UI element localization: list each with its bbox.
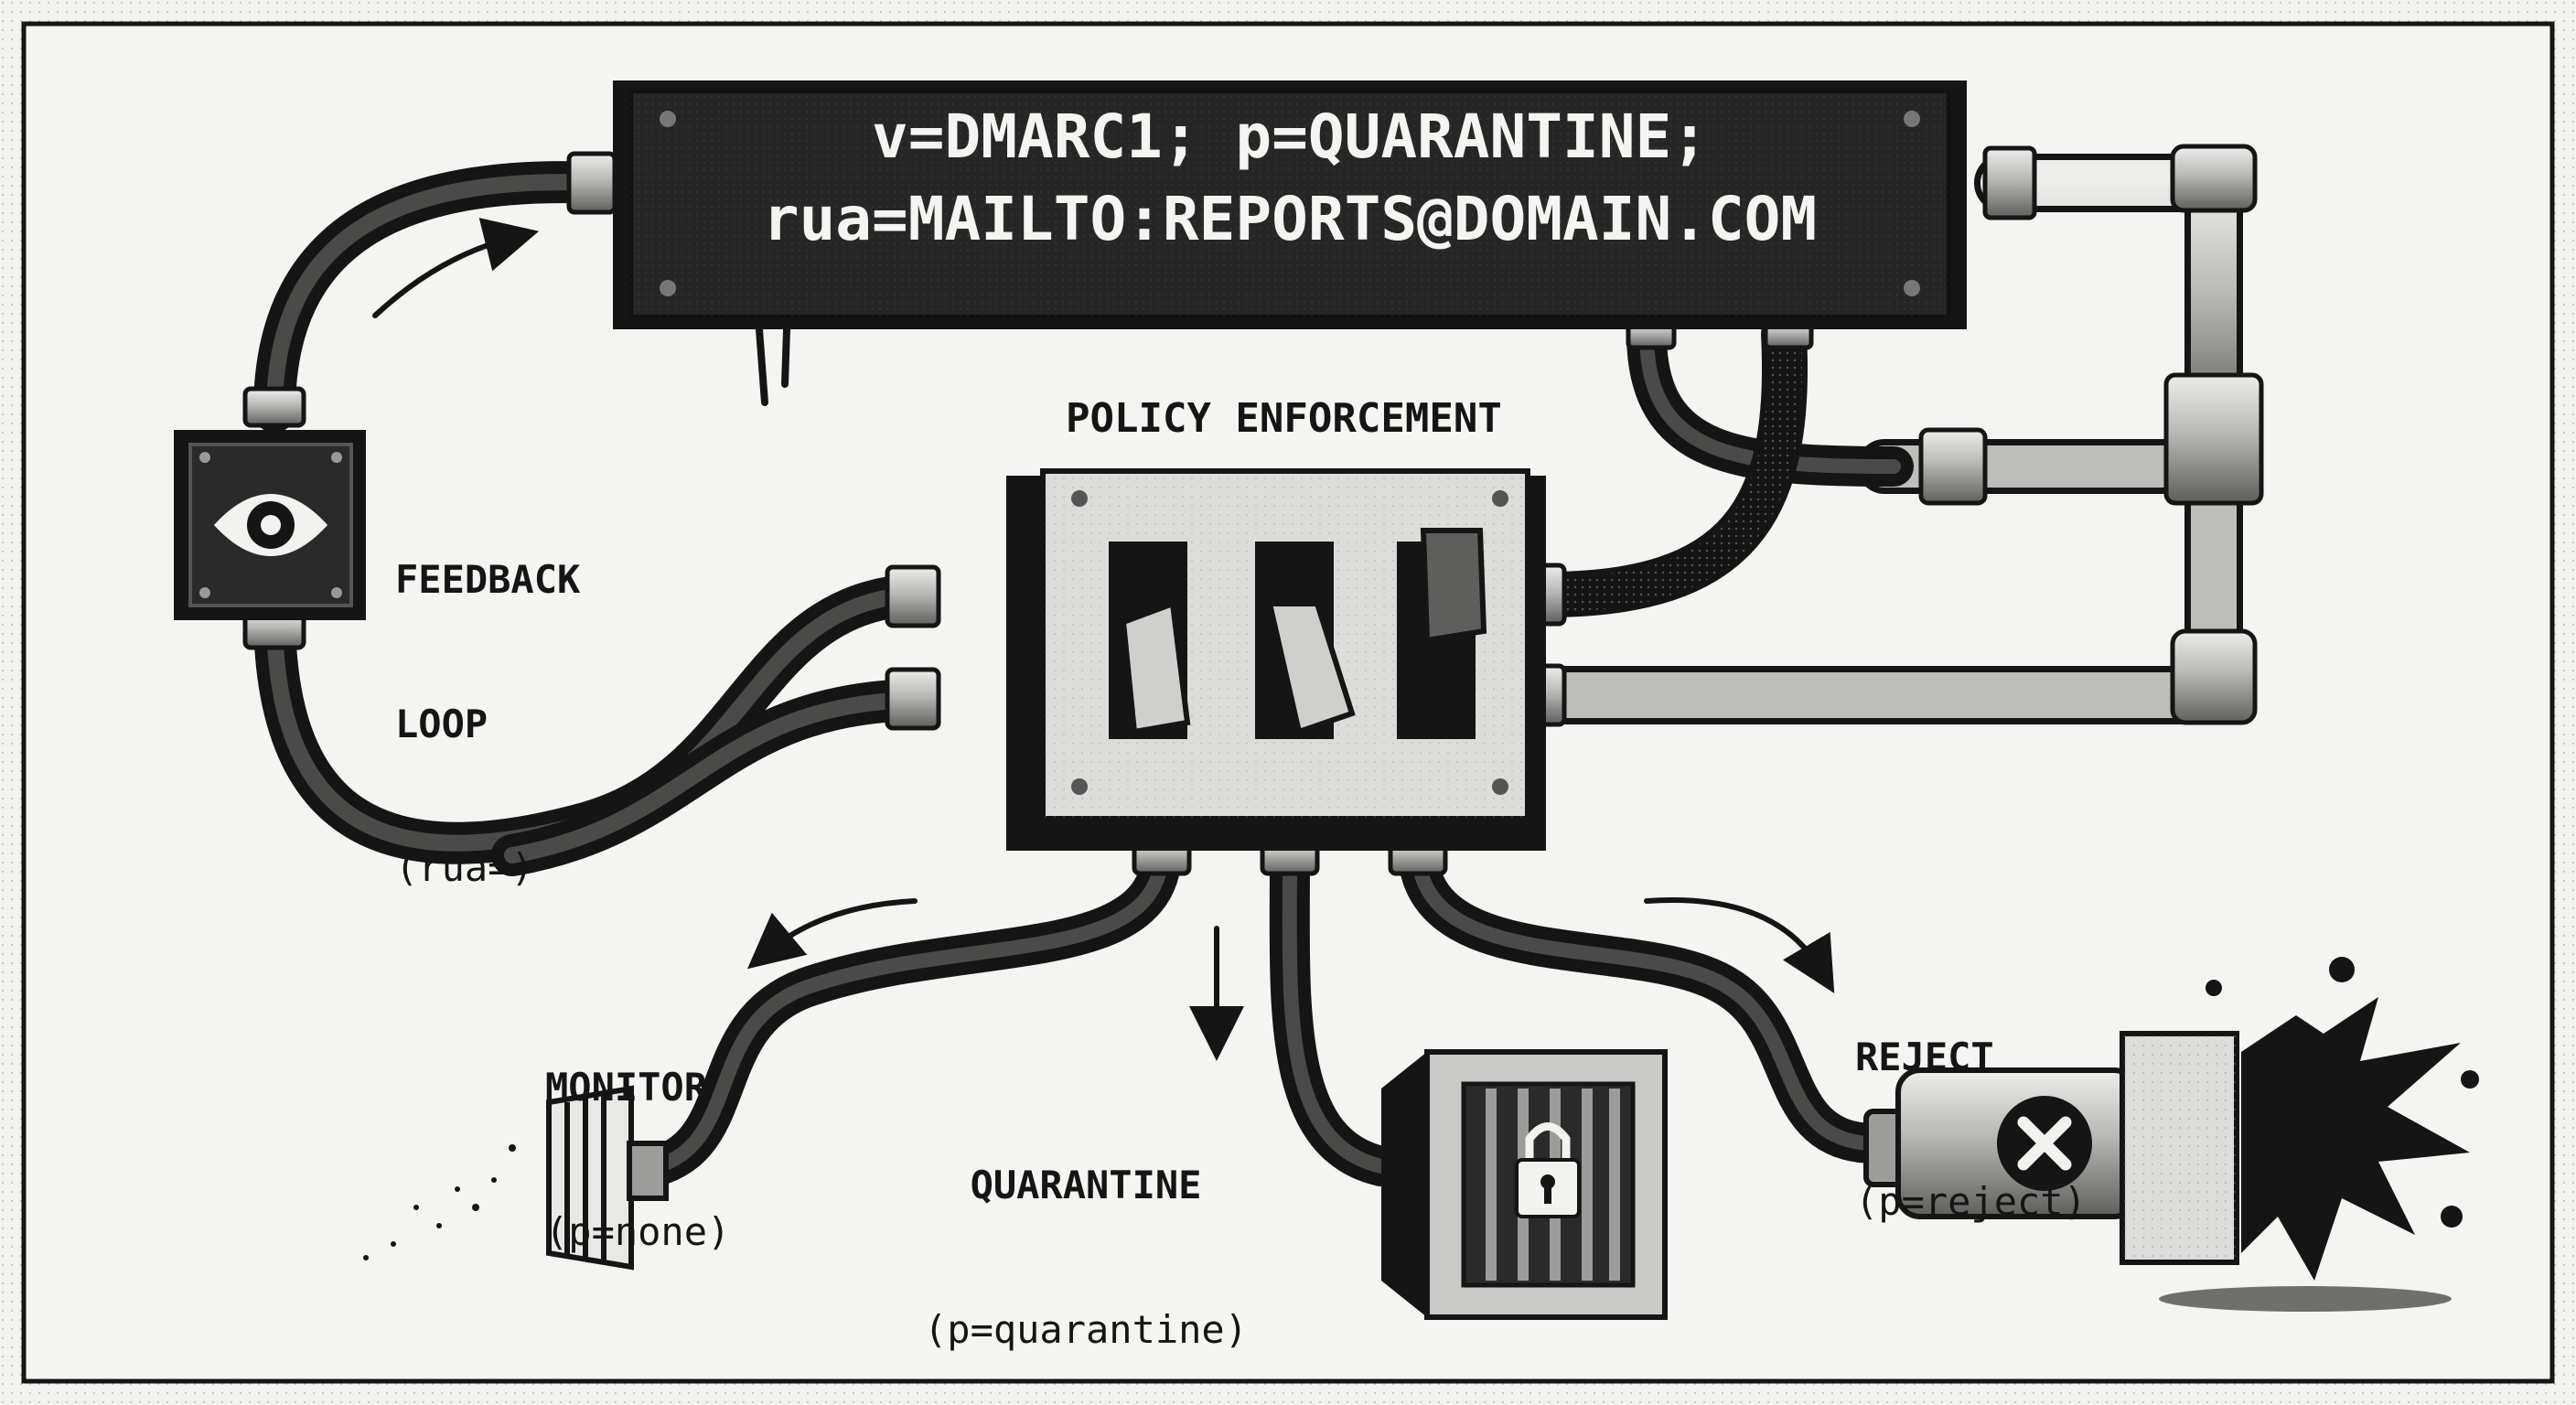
feedback-loop-label: FEEDBACK LOOP (rua=) <box>395 460 580 940</box>
quarantine-label-title: QUARANTINE <box>970 1163 1202 1207</box>
quarantine-label: QUARANTINE (p=quarantine) <box>924 1066 1248 1402</box>
policy-enforcement-label: POLICY ENFORCEMENT <box>1066 395 1502 442</box>
dns-record-text: v=DMARC1; p=QUARANTINE; rua=MAILTO:REPOR… <box>631 96 1948 261</box>
eye-icon <box>213 494 328 556</box>
dns-record-line-1: v=DMARC1; p=QUARANTINE; <box>872 102 1708 172</box>
lock-icon <box>1515 1122 1581 1218</box>
feedback-label-line-3: (rua=) <box>395 845 534 890</box>
feedback-eye-box <box>174 430 366 620</box>
filter-grate-icon <box>546 1085 669 1271</box>
dns-record-panel <box>613 80 1967 406</box>
reject-label-sub: (p=reject) <box>1855 1178 2087 1224</box>
dns-record-line-2: rua=MAILTO:REPORTS@DOMAIN.COM <box>762 184 1818 254</box>
monitor-label-title: MONITOR <box>545 1065 708 1110</box>
splat-icon <box>2159 957 2479 1312</box>
monitor-label-sub: (p=none) <box>545 1208 731 1254</box>
policy-switch-box <box>1006 468 1546 851</box>
flow-arrows <box>372 218 1835 1061</box>
feedback-label-line-1: FEEDBACK <box>395 557 581 602</box>
switch-icon <box>1109 528 1487 739</box>
reject-label: REJECT (p=reject) <box>1855 938 2087 1274</box>
feedback-label-line-2: LOOP <box>395 701 488 746</box>
reject-label-title: REJECT <box>1855 1035 1994 1079</box>
quarantine-cage <box>1381 1049 1668 1320</box>
spray-dots <box>363 1144 516 1260</box>
quarantine-label-sub: (p=quarantine) <box>924 1306 1249 1352</box>
monitor-label: MONITOR (p=none) <box>545 968 730 1304</box>
fittings <box>242 144 2264 876</box>
x-icon <box>1997 1096 2092 1191</box>
